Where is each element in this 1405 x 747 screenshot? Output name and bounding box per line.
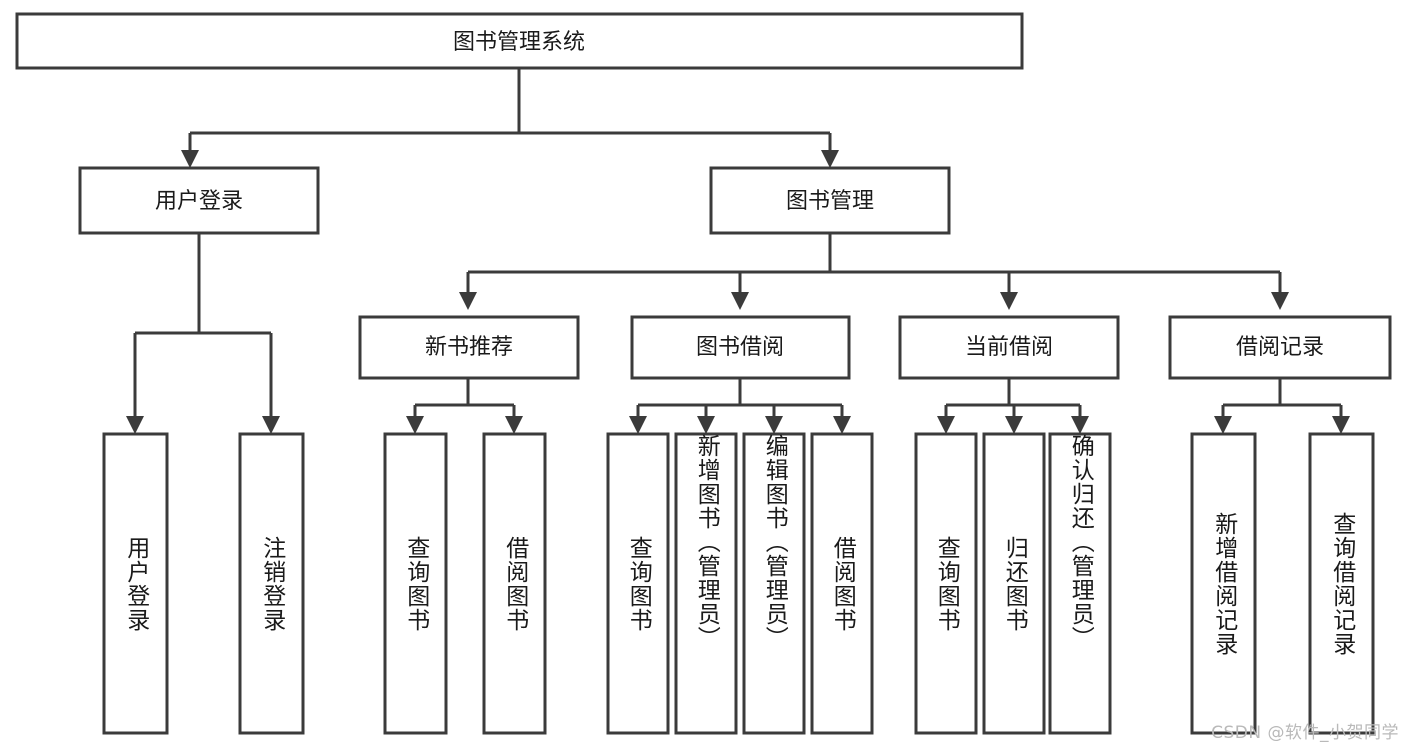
node-user-login-box <box>78 166 320 235</box>
node-user-login-label: 用户登录 <box>155 189 243 214</box>
node-book-management-label: 图书管理 <box>786 189 874 214</box>
leaf-box-borrow-book-newbook[interactable] <box>482 432 547 735</box>
connector-currentborrow-to-leaves <box>937 378 1089 434</box>
node-root-box <box>15 12 1024 70</box>
connector-borrowrecord-to-leaves <box>1214 378 1350 434</box>
leaf-box-query-book-newbook[interactable] <box>383 432 448 735</box>
node-root[interactable]: 图书管理系统 <box>15 12 1024 70</box>
connector-root-to-level2 <box>181 68 839 168</box>
node-user-login[interactable]: 用户登录 <box>78 166 320 235</box>
connector-bookmgmt-to-level3 <box>459 233 1289 310</box>
node-borrow-record-box <box>1168 315 1392 380</box>
leaf-box-user-login[interactable] <box>102 432 169 735</box>
node-book-management[interactable]: 图书管理 <box>709 166 951 235</box>
node-book-borrow[interactable]: 图书借阅 <box>630 315 851 380</box>
leaf-box-borrow-book[interactable] <box>810 432 874 735</box>
node-borrow-record-label: 借阅记录 <box>1236 335 1324 360</box>
node-borrow-record[interactable]: 借阅记录 <box>1168 315 1392 380</box>
node-book-borrow-box <box>630 315 851 380</box>
leaf-boxes <box>102 432 1375 735</box>
connector-bookborrow-to-leaves <box>629 378 851 434</box>
node-new-book-recommend[interactable]: 新书推荐 <box>358 315 580 380</box>
leaf-box-query-borrow-record[interactable] <box>1308 432 1375 735</box>
leaf-box-return-book[interactable] <box>982 432 1046 735</box>
connector-userlogin-to-leaves <box>126 233 280 434</box>
node-current-borrow[interactable]: 当前借阅 <box>898 315 1120 380</box>
leaf-box-query-book-current[interactable] <box>914 432 978 735</box>
leaf-box-add-borrow-record[interactable] <box>1190 432 1257 735</box>
leaf-box-edit-book-admin[interactable] <box>742 432 806 735</box>
connector-newbook-to-leaves <box>406 378 523 434</box>
leaf-box-logout[interactable] <box>238 432 305 735</box>
node-root-label: 图书管理系统 <box>453 30 585 55</box>
node-current-borrow-box <box>898 315 1120 380</box>
watermark-label: CSDN @软件_小贺同学 <box>1211 723 1399 743</box>
leaf-box-query-book-borrow[interactable] <box>606 432 670 735</box>
node-new-book-recommend-box <box>358 315 580 380</box>
leaf-box-confirm-return-admin[interactable] <box>1048 432 1112 735</box>
node-new-book-recommend-label: 新书推荐 <box>425 335 513 360</box>
node-book-management-box <box>709 166 951 235</box>
leaf-box-add-book-admin[interactable] <box>674 432 738 735</box>
node-book-borrow-label: 图书借阅 <box>696 335 784 360</box>
node-current-borrow-label: 当前借阅 <box>965 335 1053 360</box>
